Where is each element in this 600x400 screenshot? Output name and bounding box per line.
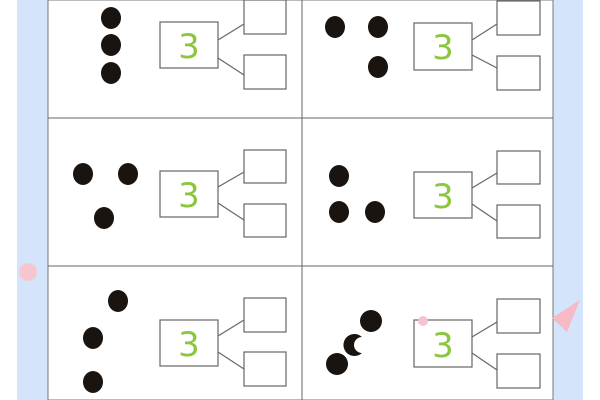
dot <box>325 16 345 38</box>
whole-number: 3 <box>178 27 200 67</box>
dot <box>83 371 103 393</box>
part-box-bottom[interactable] <box>496 353 541 389</box>
number-bond-cell-2 <box>413 0 541 91</box>
worksheet-page <box>47 0 554 400</box>
dot-group-cell-6 <box>326 310 382 375</box>
part-box-top[interactable] <box>496 150 541 185</box>
dot <box>329 165 349 187</box>
dot-group-cell-2 <box>325 16 388 78</box>
part-box-bottom[interactable] <box>243 351 287 387</box>
dot <box>73 163 93 185</box>
dot <box>326 353 348 375</box>
dot <box>83 327 103 349</box>
whole-box <box>413 319 473 368</box>
number-bond-cell-1 <box>159 0 287 90</box>
whole-box <box>159 170 219 218</box>
part-box-top[interactable] <box>243 0 287 35</box>
pink-triangle-decoration <box>552 300 580 332</box>
number-bond-cell-4 <box>413 150 541 239</box>
dot <box>101 62 121 84</box>
part-box-bottom[interactable] <box>243 203 287 238</box>
dot <box>365 201 385 223</box>
whole-box <box>413 171 473 219</box>
dot <box>108 290 128 312</box>
crescent-dot <box>343 334 362 356</box>
part-box-top[interactable] <box>496 298 541 334</box>
dot <box>118 163 138 185</box>
dot <box>368 56 388 78</box>
number-bond-cell-3 <box>159 149 287 238</box>
dot <box>94 207 114 229</box>
whole-box <box>159 21 219 69</box>
part-box-bottom[interactable] <box>243 54 287 90</box>
whole-number: 3 <box>432 326 454 366</box>
dot-group-cell-4 <box>329 165 385 223</box>
pink-dot-decoration <box>19 263 37 281</box>
dot <box>101 7 121 29</box>
flower-decoration <box>418 316 428 326</box>
number-bond-cell-6 <box>413 298 541 389</box>
part-box-top[interactable] <box>243 149 287 184</box>
whole-number: 3 <box>178 325 200 365</box>
dot <box>368 16 388 38</box>
number-bond-cell-5 <box>159 297 287 387</box>
dot <box>329 201 349 223</box>
part-box-bottom[interactable] <box>496 55 541 91</box>
dot-group-cell-1 <box>101 7 121 84</box>
dot-group-cell-5 <box>83 290 128 393</box>
dot <box>360 310 382 332</box>
part-box-bottom[interactable] <box>496 204 541 239</box>
whole-box <box>413 22 473 71</box>
dot-group-cell-3 <box>73 163 138 229</box>
dot <box>101 34 121 56</box>
whole-number: 3 <box>432 28 454 68</box>
part-box-top[interactable] <box>243 297 287 333</box>
whole-number: 3 <box>178 176 200 216</box>
whole-number: 3 <box>432 177 454 217</box>
part-box-top[interactable] <box>496 0 541 36</box>
whole-box <box>159 319 219 367</box>
